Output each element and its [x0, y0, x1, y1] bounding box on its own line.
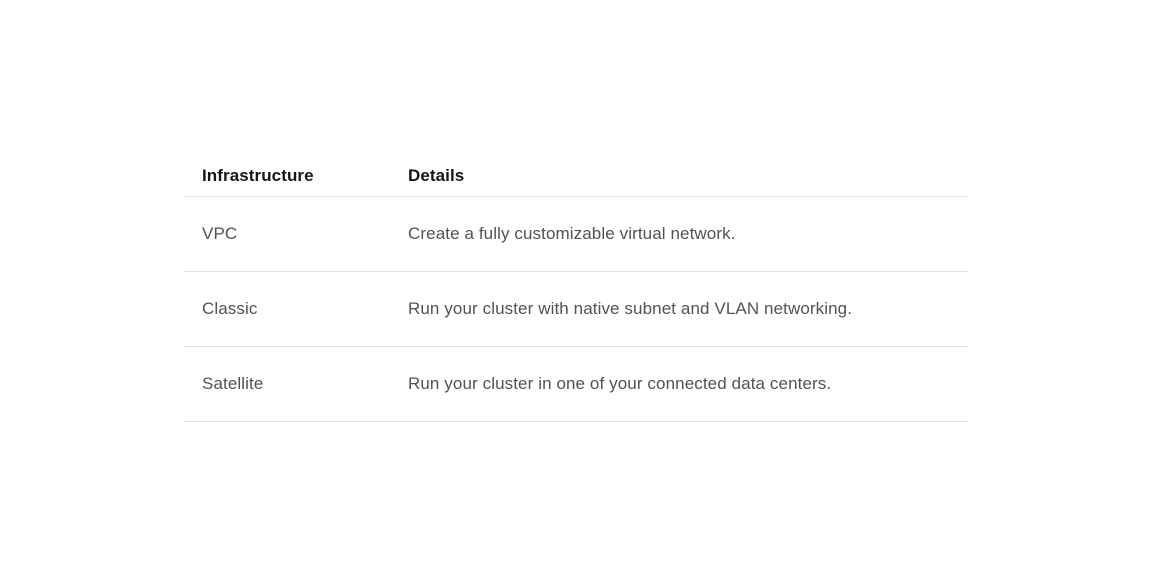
- column-header-details: Details: [390, 155, 968, 197]
- table-row: Classic Run your cluster with native sub…: [184, 271, 968, 347]
- column-header-infrastructure: Infrastructure: [184, 155, 390, 197]
- cell-infrastructure: Classic: [184, 271, 390, 347]
- cell-details: Create a fully customizable virtual netw…: [390, 196, 968, 272]
- infrastructure-options-table: Infrastructure Details VPC Create a full…: [184, 155, 968, 422]
- cell-infrastructure: VPC: [184, 196, 390, 272]
- cell-details: Run your cluster in one of your connecte…: [390, 346, 968, 422]
- table-row: Satellite Run your cluster in one of you…: [184, 346, 968, 422]
- table-body: VPC Create a fully customizable virtual …: [184, 196, 968, 422]
- table-row: VPC Create a fully customizable virtual …: [184, 196, 968, 272]
- table-header: Infrastructure Details: [184, 155, 968, 197]
- table-header-row: Infrastructure Details: [184, 155, 968, 197]
- cell-infrastructure: Satellite: [184, 346, 390, 422]
- cell-details: Run your cluster with native subnet and …: [390, 271, 968, 347]
- infrastructure-table-container: Infrastructure Details VPC Create a full…: [184, 155, 968, 422]
